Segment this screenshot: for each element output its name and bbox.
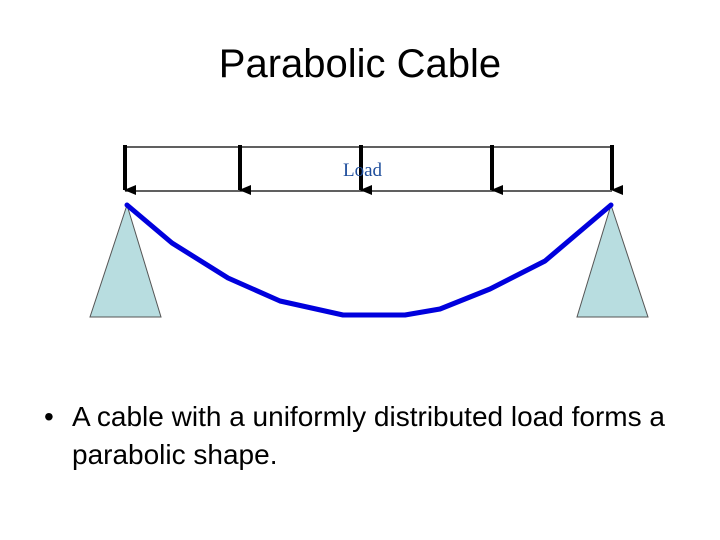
bullet-marker: • (44, 401, 54, 432)
right-support (576, 203, 649, 318)
load-arrows (123, 145, 623, 195)
bullet-point: • A cable with a uniformly distributed l… (44, 398, 684, 474)
bullet-text: A cable with a uniformly distributed loa… (72, 401, 665, 470)
left-support (89, 203, 162, 318)
slide-title: Parabolic Cable (218, 42, 502, 86)
parabolic-cable (124, 202, 614, 318)
load-label: Load (343, 160, 383, 181)
